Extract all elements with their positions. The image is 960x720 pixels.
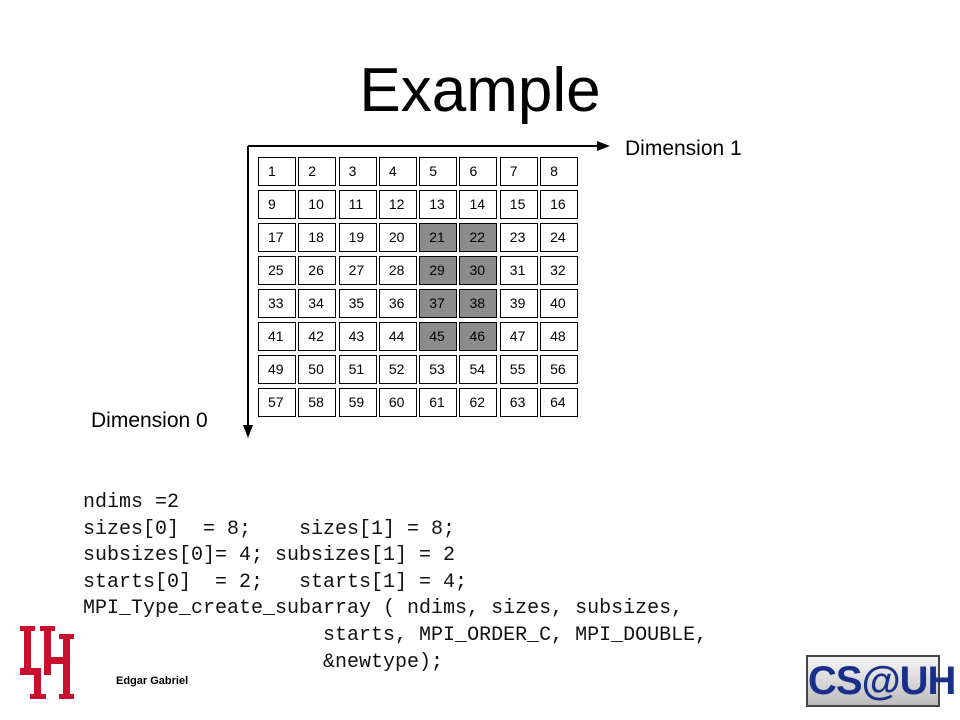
grid-cell: 26: [298, 256, 337, 285]
grid-cell: 23: [499, 223, 538, 252]
grid-cell: 11: [338, 190, 377, 219]
grid-cell: 34: [298, 289, 337, 318]
grid-cell: 42: [298, 322, 337, 351]
slide-title: Example: [359, 56, 601, 125]
grid-cell: 3: [338, 157, 377, 186]
grid-cell: 13: [419, 190, 458, 219]
grid-cell: 45: [419, 322, 458, 351]
grid-cell: 40: [540, 289, 579, 318]
grid-cell: 10: [298, 190, 337, 219]
grid-cell: 6: [459, 157, 498, 186]
code-block: ndims =2 sizes[0] = 8; sizes[1] = 8; sub…: [83, 490, 707, 676]
grid-cell: 62: [459, 388, 498, 417]
grid-cell: 25: [258, 256, 296, 285]
grid-cell: 60: [378, 388, 417, 417]
grid-cell: 8: [540, 157, 579, 186]
code-line: ndims =2: [83, 491, 180, 514]
grid-cell: 49: [258, 355, 296, 384]
grid-cell: 51: [338, 355, 377, 384]
grid-cell: 52: [378, 355, 417, 384]
grid-cell: 36: [378, 289, 417, 318]
grid-cell: 17: [258, 223, 296, 252]
grid-cell: 5: [419, 157, 458, 186]
grid-cell: 33: [258, 289, 296, 318]
code-line: starts[0] = 2; starts[1] = 4;: [83, 570, 468, 594]
grid-cell: 56: [540, 355, 579, 384]
grid-cell: 18: [298, 223, 337, 252]
grid-cell: 53: [419, 355, 458, 384]
grid-cell: 58: [298, 388, 337, 417]
grid-cell: 4: [378, 157, 417, 186]
code-line: sizes[0] = 8; sizes[1] = 8;: [83, 517, 456, 541]
grid-cell: 22: [459, 223, 498, 252]
grid-cell: 61: [419, 388, 458, 417]
grid-cell: 38: [459, 289, 498, 318]
grid-cell: 16: [540, 190, 579, 219]
grid-cell: 7: [499, 157, 538, 186]
grid-cell: 24: [540, 223, 579, 252]
grid-cell: 27: [338, 256, 377, 285]
grid-cell: 14: [459, 190, 498, 219]
grid-cell: 20: [378, 223, 417, 252]
code-line: MPI_Type_create_subarray ( ndims, sizes,…: [83, 597, 684, 621]
cs-uh-logo: CS@UH: [806, 655, 956, 707]
grid-cell: 12: [378, 190, 417, 219]
grid-cell: 2: [298, 157, 337, 186]
code-line: subsizes[0]= 4; subsizes[1] = 2: [83, 544, 456, 568]
grid-cell: 37: [419, 289, 458, 318]
grid-cell: 32: [540, 256, 579, 285]
grid-cell: 48: [540, 322, 579, 351]
grid-cell: 28: [378, 256, 417, 285]
code-line: starts, MPI_ORDER_C, MPI_DOUBLE,: [83, 623, 708, 647]
author-name: Edgar Gabriel: [116, 675, 189, 687]
grid-cell: 31: [499, 256, 538, 285]
grid-cell: 50: [298, 355, 337, 384]
uh-logo-icon: [20, 626, 74, 699]
grid-cell: 21: [419, 223, 458, 252]
grid-cell: 41: [258, 322, 296, 351]
grid-cell: 47: [499, 322, 538, 351]
code-line: &newtype);: [83, 650, 444, 674]
grid-cell: 35: [338, 289, 377, 318]
grid-cell: 30: [459, 256, 498, 285]
grid-cell: 19: [338, 223, 377, 252]
grid-cell: 1: [258, 157, 296, 186]
grid-cell: 44: [378, 322, 417, 351]
grid-cell: 55: [499, 355, 538, 384]
grid-cell: 54: [459, 355, 498, 384]
grid-cell: 15: [499, 190, 538, 219]
grid-cell: 46: [459, 322, 498, 351]
grid-cell: 63: [499, 388, 538, 417]
dimension-1-label: Dimension 1: [625, 137, 742, 160]
grid-cell: 59: [338, 388, 377, 417]
grid-cell: 29: [419, 256, 458, 285]
grid-cell: 43: [338, 322, 377, 351]
grid-cell: 64: [540, 388, 579, 417]
grid-cell: 39: [499, 289, 538, 318]
grid-cell: 9: [258, 190, 296, 219]
dimension-0-label: Dimension 0: [91, 409, 208, 432]
grid-cell: 57: [258, 388, 296, 417]
